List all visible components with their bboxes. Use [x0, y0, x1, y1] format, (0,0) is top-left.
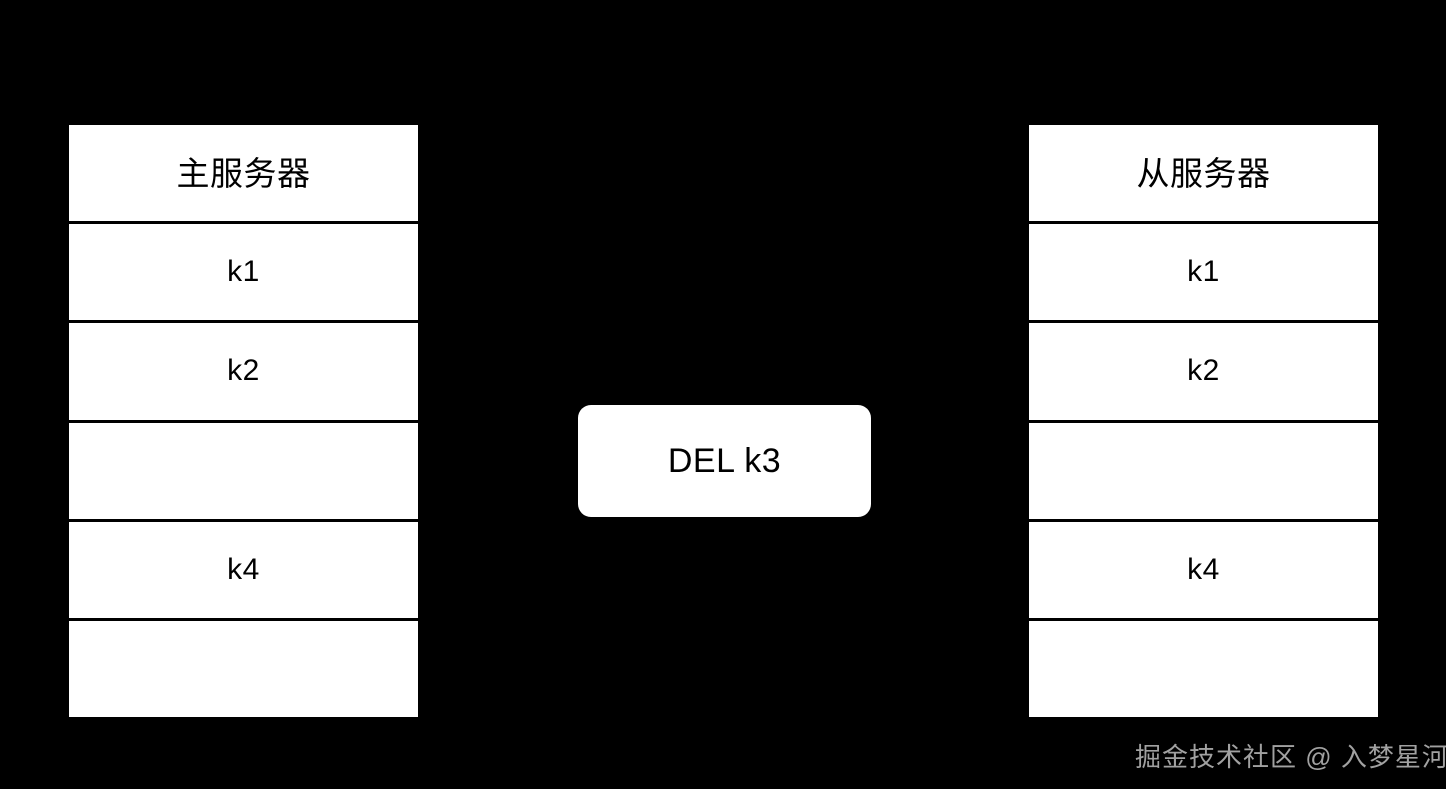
master-row-4-empty: [69, 620, 418, 718]
slave-row-0: k1: [1029, 224, 1378, 324]
slave-server-header: 从服务器: [1029, 125, 1378, 225]
watermark-text: 掘金技术社区 @ 入梦星河: [1135, 741, 1446, 772]
master-server-table: 主服务器 k1 k2 k4: [66, 122, 421, 720]
watermark: 掘金技术社区 @ 入梦星河: [1135, 738, 1446, 772]
slave-row-2-empty: [1029, 422, 1378, 522]
slave-server-table: 从服务器 k1 k2 k4: [1026, 122, 1381, 720]
master-server-header: 主服务器: [69, 125, 418, 225]
del-command-label: DEL k3: [667, 441, 782, 480]
master-row-0: k1: [69, 224, 418, 324]
slave-row-4-empty: [1029, 620, 1378, 718]
master-row-1: k2: [69, 323, 418, 423]
master-row-2-empty: [69, 422, 418, 522]
master-row-3: k4: [69, 521, 418, 621]
slave-row-3: k4: [1029, 521, 1378, 621]
slave-row-1: k2: [1029, 323, 1378, 423]
del-command-box: DEL k3: [578, 405, 871, 517]
